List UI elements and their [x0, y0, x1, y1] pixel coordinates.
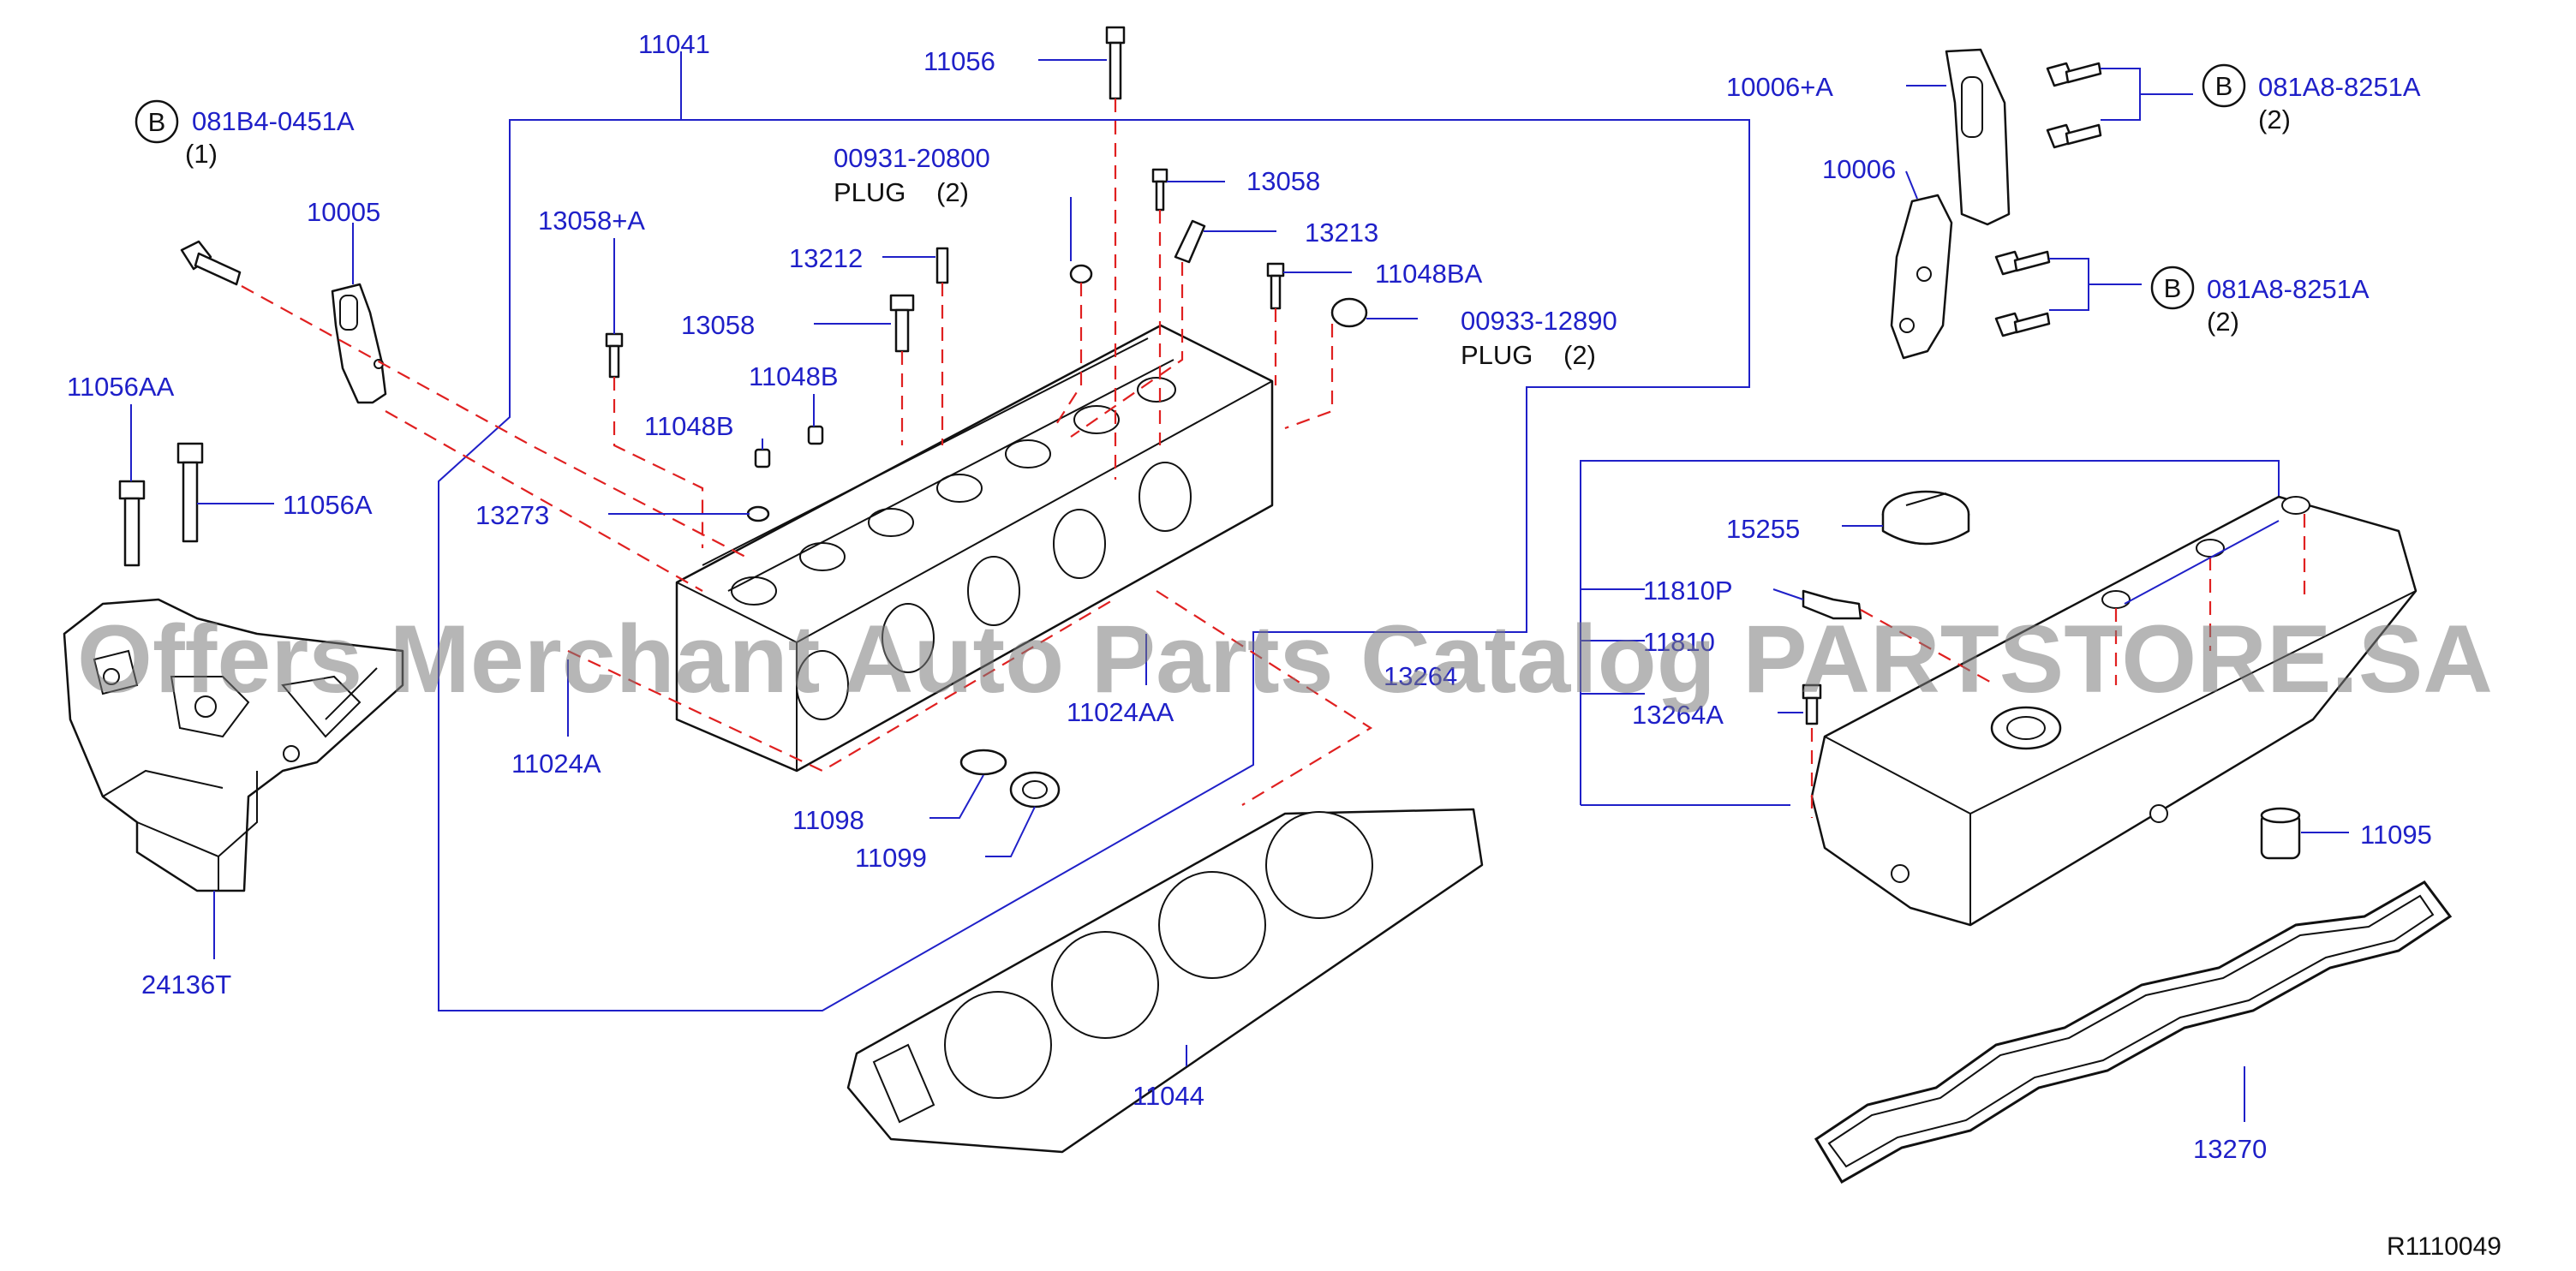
- bolt-11056-drawing: [1105, 26, 1126, 100]
- plug-note: PLUG: [834, 177, 905, 207]
- bolt-badge-b4: B: [134, 99, 179, 144]
- dowel-11048B-drawing: [754, 425, 824, 468]
- part-label-11098[interactable]: 11098: [792, 805, 864, 835]
- part-label-13212[interactable]: 13212: [789, 243, 863, 273]
- part-label-13058-lower[interactable]: 13058: [681, 310, 755, 340]
- part-label-00931-20800[interactable]: 00931-20800: [834, 143, 990, 173]
- bracket-10006plusA-drawing: [1945, 48, 2011, 226]
- bolt-badge-a8-lower: B: [2150, 266, 2195, 310]
- bracket-10006-drawing: [1890, 194, 1953, 360]
- plug-00933-drawing: [1330, 297, 1368, 328]
- bolt-13058-upper-drawing: [1151, 168, 1168, 212]
- part-label-11810[interactable]: 11810: [1643, 627, 1715, 657]
- pcv-valve-drawing: [1802, 589, 1862, 620]
- part-label-11048B-upper[interactable]: 11048B: [749, 361, 839, 391]
- badge-letter: B: [2164, 273, 2182, 303]
- part-label-11810P[interactable]: 11810P: [1643, 576, 1733, 606]
- quantity-note: (2): [936, 177, 969, 207]
- assembly-dashed-lines: [241, 98, 2306, 818]
- part-label-00933-12890[interactable]: 00933-12890: [1461, 306, 1617, 336]
- quantity-note: (2): [1563, 340, 1596, 370]
- part-label-11041[interactable]: 11041: [638, 29, 710, 59]
- oil-filler-cap-drawing: [1881, 490, 1970, 546]
- cylinder-head-group-frame: [438, 119, 1750, 1011]
- ring-13273-drawing: [746, 505, 770, 522]
- bolt-13264A-drawing: [1802, 683, 1822, 725]
- bracket-10005-drawing: [331, 283, 387, 404]
- part-label-11048BA[interactable]: 11048BA: [1375, 259, 1483, 289]
- bolts-081A8-lower-drawing: [1994, 250, 2051, 337]
- head-gasket-drawing: [846, 808, 1484, 1154]
- plug-11095-drawing: [2260, 807, 2301, 860]
- part-label-13273[interactable]: 13273: [475, 500, 549, 530]
- quantity-note: (2): [2258, 104, 2291, 134]
- part-label-13270[interactable]: 13270: [2193, 1134, 2267, 1164]
- bolt-badge-a8-upper: B: [2202, 63, 2246, 108]
- badge-letter: B: [148, 107, 166, 137]
- part-label-13264[interactable]: 13264: [1384, 661, 1457, 691]
- part-label-11056[interactable]: 11056: [923, 46, 995, 76]
- rocker-cover-gasket-drawing: [1814, 880, 2453, 1184]
- part-label-11056AA[interactable]: 11056AA: [67, 372, 175, 402]
- part-label-13264A[interactable]: 13264A: [1632, 700, 1724, 730]
- part-label-13058-upper[interactable]: 13058: [1246, 166, 1320, 196]
- seal-11099-drawing: [1009, 771, 1061, 809]
- engine-mount-bracket-drawing: [63, 598, 404, 892]
- seal-11098-drawing: [959, 749, 1007, 776]
- quantity-note: (2): [2207, 307, 2239, 337]
- part-label-10006plusA[interactable]: 10006+A: [1726, 72, 1833, 102]
- part-label-081A8-8251A-lower[interactable]: 081A8-8251A: [2207, 274, 2370, 304]
- bolt-11056AA-drawing: [118, 480, 146, 567]
- bolt-11056A-drawing: [176, 442, 204, 543]
- cylinder-head-drawing: [675, 324, 1274, 773]
- quantity-note: (1): [185, 139, 218, 169]
- rocker-cover-group-frame: [1580, 460, 2280, 805]
- bolts-081A8-upper-drawing: [2046, 62, 2102, 149]
- diagram-reference-code: R1110049: [2387, 1232, 2501, 1261]
- part-label-11044[interactable]: 11044: [1133, 1081, 1204, 1111]
- part-label-11099[interactable]: 11099: [855, 843, 927, 873]
- badge-letter: B: [2215, 71, 2233, 101]
- part-label-11024AA[interactable]: 11024AA: [1067, 697, 1174, 727]
- part-labels: 11041 11056 081B4-0451A 00931-20800 1305…: [67, 29, 2432, 1164]
- part-notes: (1) PLUG (2) PLUG (2) (2) (2): [185, 104, 2291, 370]
- part-label-10005[interactable]: 10005: [307, 197, 380, 227]
- part-label-15255[interactable]: 15255: [1726, 514, 1800, 544]
- part-label-081B4-0451A[interactable]: 081B4-0451A: [192, 106, 355, 136]
- watermark-text: Offers Merchant Auto Parts Catalog PARTS…: [77, 606, 2493, 713]
- plug-note: PLUG: [1461, 340, 1533, 370]
- part-label-13058plusA[interactable]: 13058+A: [538, 206, 645, 236]
- leader-lines: [130, 51, 2349, 1122]
- pin-13212-drawing: [935, 247, 949, 284]
- part-label-11095[interactable]: 11095: [2360, 820, 2432, 850]
- part-label-11056A[interactable]: 11056A: [283, 490, 373, 520]
- bolt-13058-lower-drawing: [889, 294, 915, 353]
- bolt-11048BA-drawing: [1266, 262, 1285, 310]
- part-label-24136T[interactable]: 24136T: [141, 970, 231, 999]
- part-label-081A8-8251A-upper[interactable]: 081A8-8251A: [2258, 72, 2421, 102]
- bolt-081B4-drawing: [180, 240, 242, 286]
- pin-13213-drawing: [1174, 219, 1206, 264]
- part-label-13213[interactable]: 13213: [1305, 218, 1378, 248]
- part-label-11024A[interactable]: 11024A: [511, 749, 601, 779]
- plug-00931-drawing: [1069, 264, 1093, 284]
- part-label-11048B-lower[interactable]: 11048B: [644, 411, 734, 441]
- part-label-10006[interactable]: 10006: [1822, 154, 1896, 184]
- bolt-13058plusA-drawing: [605, 332, 624, 379]
